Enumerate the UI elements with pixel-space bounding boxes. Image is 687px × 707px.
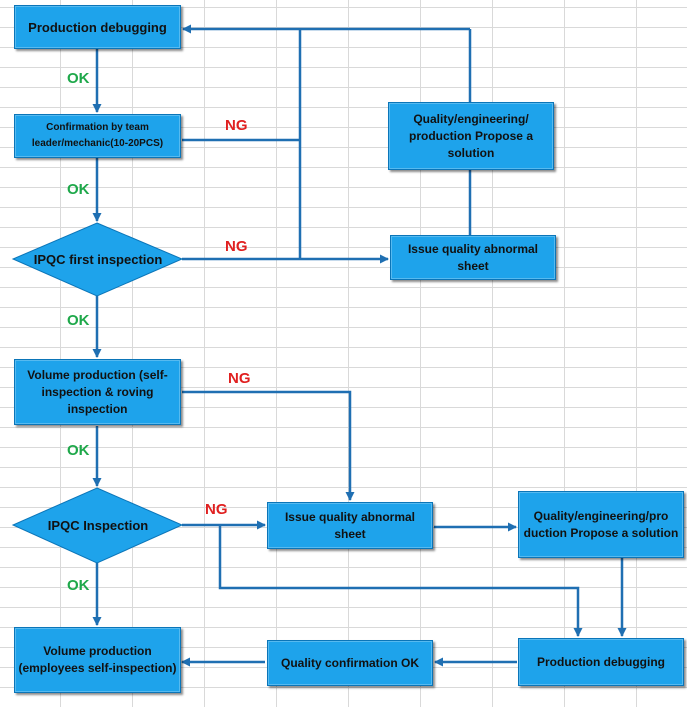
quality-confirmation-ok-text: Quality confirmation OK	[280, 655, 419, 670]
volume-production-self-roving-text: Volume production (self-inspection & rov…	[27, 367, 168, 416]
volume-production-self-roving-box: Volume production (self-inspection & rov…	[14, 359, 181, 425]
ipqc-inspection-text: IPQC Inspection	[47, 517, 149, 533]
issue-sheet-top-box: Issue quality abnormal sheet	[390, 235, 556, 280]
ok-label-2: OK	[67, 181, 90, 198]
quality-solution-mid-text: Quality/engineering/pro duction Propose …	[523, 508, 679, 540]
confirmation-box: Confirmation by team leader/mechanic(10-…	[14, 114, 181, 158]
volume-production-employees-text: Volume production (employees self-inspec…	[18, 644, 177, 675]
ok-label-3: OK	[67, 312, 90, 329]
ng-label-4: NG	[205, 501, 228, 518]
ng-label-1: NG	[225, 117, 248, 134]
ok-label-1: OK	[67, 70, 90, 87]
production-debugging-bottom-text: Production debugging	[537, 654, 665, 669]
production-debugging-bottom-box: Production debugging	[518, 638, 684, 686]
production-debugging-top-text: Production debugging	[28, 19, 167, 35]
quality-solution-top-text: Quality/engineering/ production Propose …	[408, 111, 533, 160]
volume-production-employees-box: Volume production (employees self-inspec…	[14, 627, 181, 693]
issue-sheet-top-text: Issue quality abnormal sheet	[407, 241, 539, 273]
confirmation-text: Confirmation by team leader/mechanic(10-…	[31, 122, 164, 149]
ok-label-5: OK	[67, 577, 90, 594]
issue-sheet-mid-text: Issue quality abnormal sheet	[284, 509, 416, 541]
connector-volume-ng	[182, 390, 355, 501]
ipqc-first-inspection-text: IPQC first inspection	[33, 251, 163, 267]
issue-sheet-mid-box: Issue quality abnormal sheet	[267, 502, 433, 549]
ipqc-inspection-diamond	[11, 487, 184, 564]
quality-solution-top-box: Quality/engineering/ production Propose …	[388, 102, 554, 170]
ipqc-inspection-label: IPQC Inspection	[13, 511, 183, 539]
connector-ipqc-ng-to-debugging	[218, 525, 583, 637]
ipqc-first-inspection-diamond	[11, 222, 184, 297]
ipqc-first-inspection-label: IPQC first inspection	[13, 245, 183, 273]
quality-solution-mid-box: Quality/engineering/pro duction Propose …	[518, 491, 684, 558]
ng-label-3: NG	[228, 370, 251, 387]
ng-label-2: NG	[225, 238, 248, 255]
quality-confirmation-ok-box: Quality confirmation OK	[267, 640, 433, 686]
production-debugging-top-box: Production debugging	[14, 5, 181, 49]
ok-label-4: OK	[67, 442, 90, 459]
